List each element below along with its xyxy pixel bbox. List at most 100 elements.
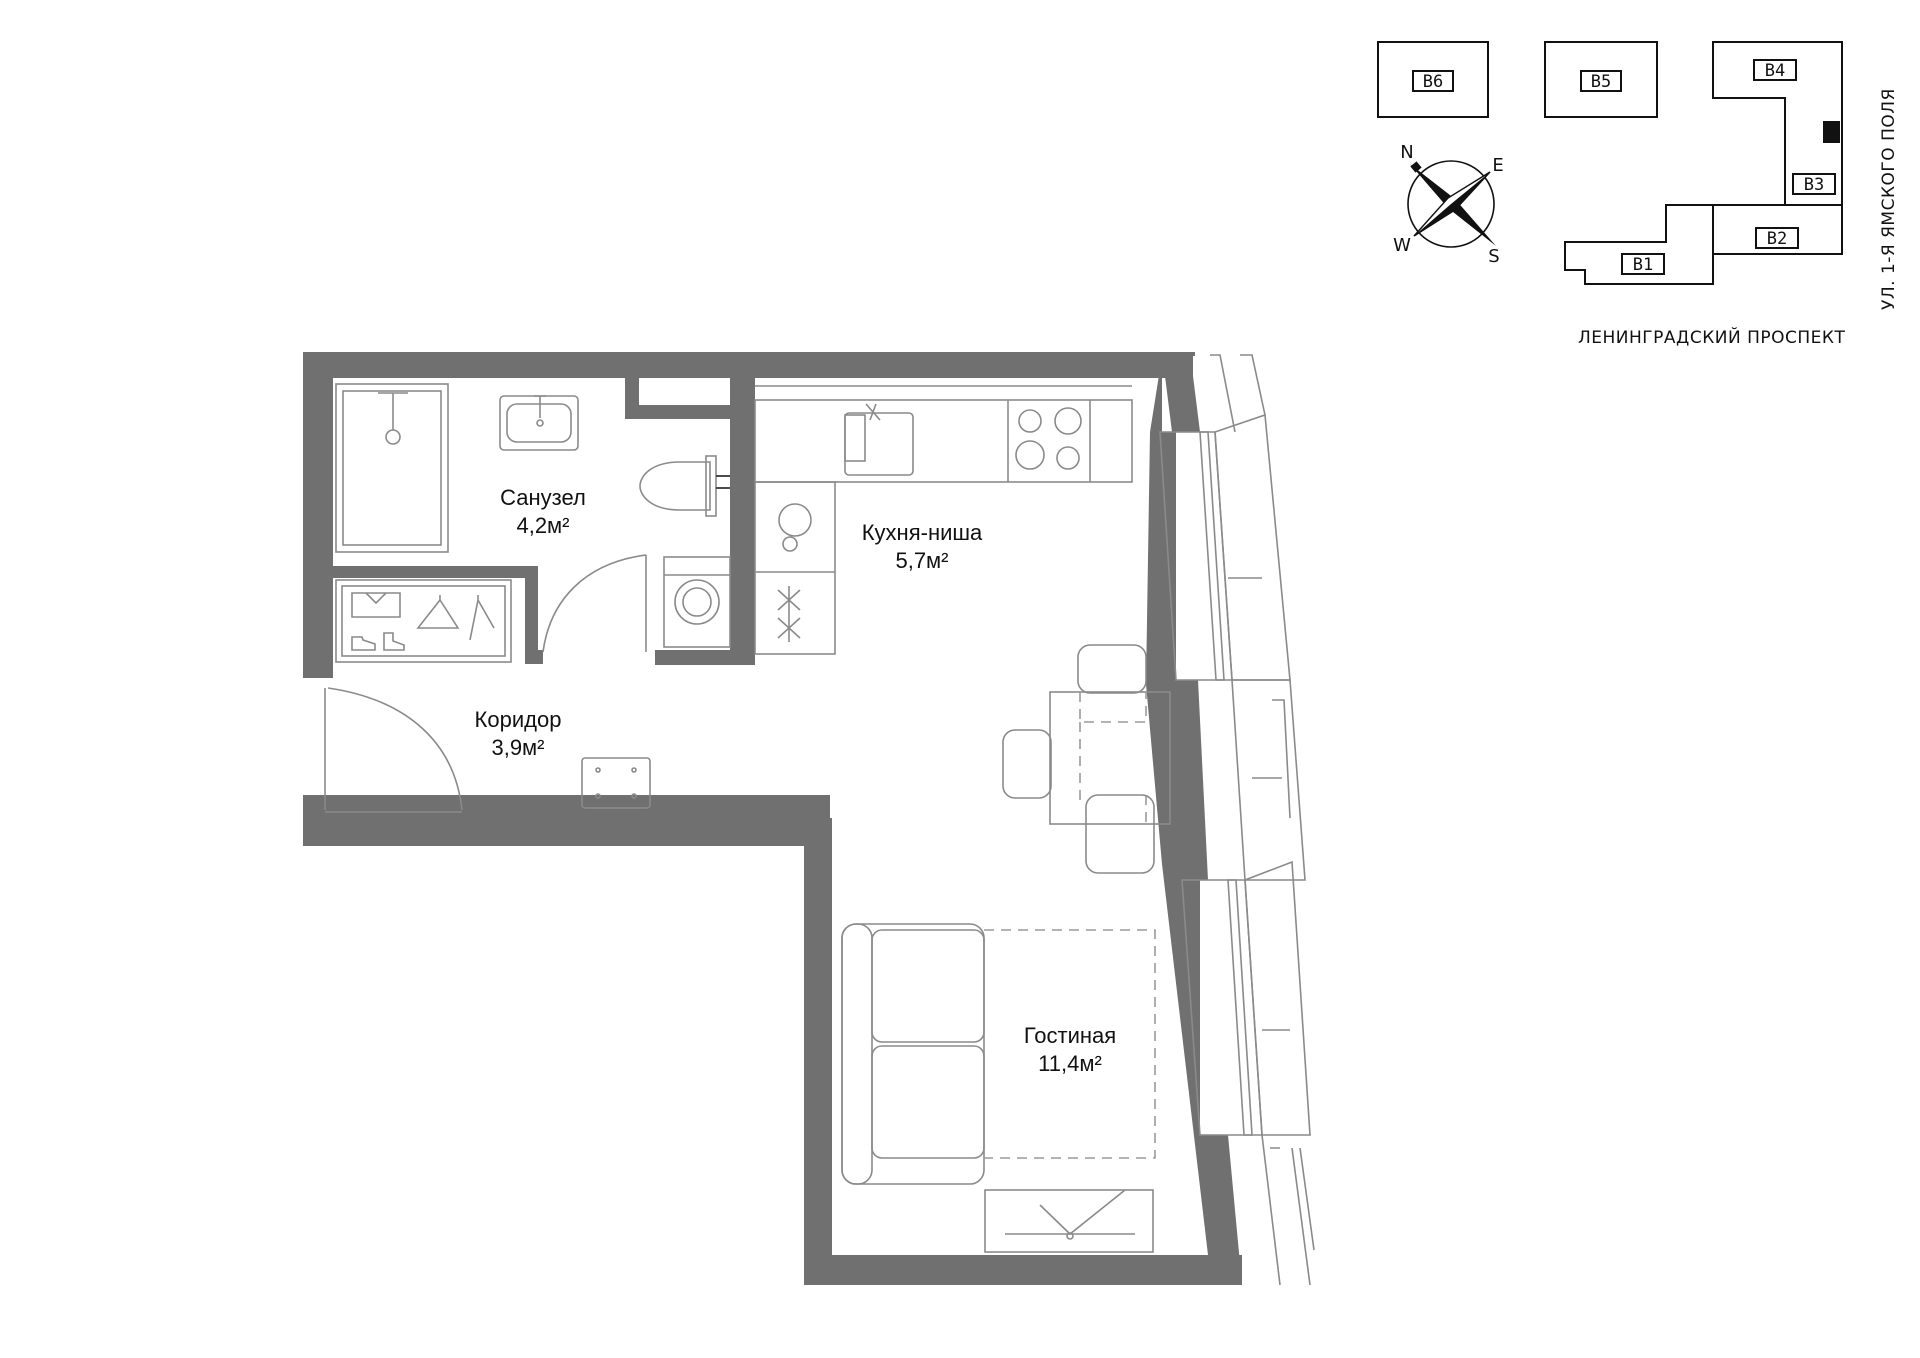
compass-west-label: W [1393, 235, 1411, 256]
sofa-backrest [841, 923, 873, 1185]
apartment-location-marker [1823, 121, 1840, 143]
building-b5-tag [1580, 70, 1622, 92]
room-label-kitchen-area: 5,7м² [895, 548, 948, 573]
street-label-bottom: ЛЕНИНГРАДСКИЙ ПРОСПЕКТ [1578, 326, 1845, 348]
wardrobe-inner [341, 585, 506, 657]
electrical-panel-dot-1 [595, 767, 601, 773]
room-label-kitchen-name: Кухня-ниша [862, 520, 983, 545]
bathroom-door-swing [542, 554, 647, 653]
room-label-bathroom-area: 4,2м² [516, 513, 569, 538]
washing-machine-drum [674, 579, 720, 625]
compass-south-label: S [1488, 246, 1499, 267]
room-label-bathroom-name: Санузел [500, 485, 586, 510]
sofa-frame [841, 923, 985, 1185]
cooktop-burner-3 [1015, 440, 1045, 470]
facade-line-bottom [1261, 1134, 1315, 1286]
room-label-living-name: Гостиная [1024, 1023, 1116, 1048]
sofa-cushion-1 [871, 929, 985, 1043]
building-b6 [1377, 41, 1489, 118]
cooktop-burner-1 [1018, 409, 1042, 433]
dining-chair-tuck-2 [1079, 722, 1147, 824]
building-b1-label: B1 [1633, 255, 1653, 275]
building-b4-label: B4 [1765, 61, 1785, 81]
toilet-pipes [716, 475, 730, 489]
bathroom-kitchen-wall [730, 378, 755, 665]
kitchen-side-counter [754, 481, 836, 655]
entrance-door-swing [327, 687, 463, 811]
building-b2-tag [1755, 227, 1799, 249]
toilet-bowl [639, 461, 711, 511]
facade-ticks [1228, 577, 1291, 1149]
building-b5-label: B5 [1591, 72, 1611, 92]
living-west-wall [804, 818, 832, 1285]
kitchen-sink-drainer [844, 414, 866, 462]
living-south-wall [804, 1255, 1242, 1285]
electrical-panel-dot-3 [595, 793, 601, 799]
bathroom-wall-bottom [525, 650, 543, 664]
washing-machine-door [682, 587, 712, 617]
east-wall-bottom [1200, 1135, 1242, 1285]
dishwasher-symbol-1 [778, 503, 812, 537]
compass: N E S W [1393, 142, 1504, 267]
east-wall-mid [1172, 680, 1208, 880]
shower-tray [335, 383, 449, 553]
walls [303, 352, 1242, 1285]
north-wall [303, 352, 1193, 378]
room-labels: Санузел 4,2м² Кухня-ниша 5,7м² Коридор 3… [475, 485, 1117, 1076]
electrical-panel-dot-2 [631, 767, 637, 773]
building-b3-label: B3 [1804, 175, 1824, 195]
washbasin-tap [534, 395, 546, 418]
corridor-fixtures [324, 687, 651, 813]
east-wall-top [1162, 352, 1200, 432]
bathroom-fixtures [335, 383, 731, 653]
electrical-panel [581, 757, 651, 809]
compass-north-label: N [1400, 142, 1413, 163]
kitchen-fixtures [754, 385, 1133, 655]
wardrobe-top-wall [333, 566, 538, 578]
wardrobe-body [335, 579, 512, 663]
living-furniture [841, 923, 1156, 1253]
facade-windows [1159, 354, 1315, 1286]
tv-stand [984, 1189, 1154, 1253]
dining-chair-top [1077, 644, 1147, 694]
dining-chair-tuck-1 [1079, 692, 1147, 723]
balcony-fin-3 [1244, 860, 1311, 1136]
wardrobe-hanger-icon [416, 595, 495, 641]
cooktop-burner-4 [1056, 446, 1080, 470]
kitchen-sink [844, 412, 914, 476]
tv-base [1066, 1232, 1074, 1240]
cooktop-burner-2 [1054, 407, 1082, 435]
room-label-corridor-name: Коридор [475, 707, 562, 732]
west-wall-upper [303, 352, 333, 678]
washbasin-drain [536, 419, 544, 427]
shower-mixer [378, 392, 408, 430]
toilet-tank [705, 455, 717, 517]
building-b5 [1544, 41, 1658, 118]
electrical-panel-dot-4 [631, 793, 637, 799]
room-label-living-area: 11,4м² [1038, 1051, 1102, 1076]
balcony-fin-2 [1231, 679, 1306, 881]
building-b1 [1564, 204, 1714, 285]
kitchen-tap [865, 403, 881, 421]
building-b6-tag [1412, 70, 1454, 92]
bathroom-wall-left [525, 566, 538, 652]
dining-chair-left [1002, 729, 1052, 799]
window-1-pane [1199, 431, 1225, 681]
sofa-cushion-2 [871, 1045, 985, 1159]
shower-drain [385, 429, 401, 445]
building-b4-tag [1753, 59, 1797, 81]
shaft-wall-bottom [625, 405, 730, 419]
compass-east-label: E [1492, 155, 1503, 176]
wardrobe [335, 579, 512, 663]
street-label-right: УЛ. 1-Я ЯМСКОГО ПОЛЯ [1879, 88, 1899, 310]
tv-screen [1005, 1189, 1135, 1236]
room-label-corridor-area: 3,9м² [491, 735, 544, 760]
compass-north-marker [1410, 161, 1422, 173]
compass-needle-ew-fill [1414, 172, 1490, 236]
building-b1-tag [1621, 253, 1665, 275]
washing-machine [663, 556, 731, 648]
building-b2-label: B2 [1767, 229, 1787, 249]
wardrobe-shirt-icon [351, 592, 401, 618]
dishwasher-symbol-2 [782, 536, 798, 552]
